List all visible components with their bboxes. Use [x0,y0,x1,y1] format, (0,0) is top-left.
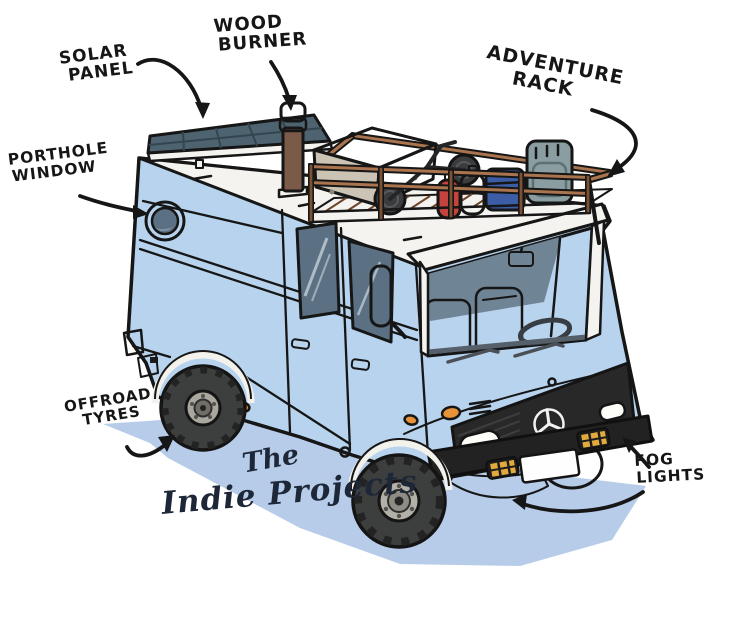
mud-flap [137,353,159,378]
sliding-door-window [295,221,341,320]
hood-emblem-dot [547,377,557,387]
wing-mirror-icon [369,264,407,339]
label-fog-lights: FOG LIGHTS [634,449,706,487]
wood-burner-chimney [277,101,309,199]
passenger-seat [428,298,472,356]
van-front [403,361,654,499]
fog-light-left [485,455,520,480]
camper-van [122,101,655,549]
fog-lights-arrow-long [521,490,645,514]
jerry-can [525,139,574,205]
hood-seam [403,373,601,435]
sliding-door-handle [290,338,311,350]
front-wheel-arch [347,439,453,495]
license-plate [518,448,581,484]
label-fog-lights-line2: LIGHTS [635,465,706,487]
wood-burner-arrow [269,60,291,101]
front-lug-nuts [383,483,415,519]
arrow-heads [133,95,636,510]
adventure-rack [308,126,613,245]
rear-tyre-tread [161,366,245,450]
windshield-header-panel [406,202,610,272]
windshield-wipers [446,342,565,364]
label-wood-burner: WOOD BURNER [213,11,308,56]
fuel-cap [339,446,351,458]
seat-stitch [482,295,517,301]
rear-bumper [122,328,145,357]
fog-light-right [576,426,611,451]
rack-posts [308,163,591,223]
rear-wheel-arch [151,351,255,404]
front-wheel [351,453,447,549]
a-pillar-right [584,219,606,342]
porthole-window-arrow [78,194,138,213]
rear-latch [150,357,158,363]
dashboard [428,334,587,355]
annotation-arrows [78,57,651,514]
front-tyre-tread [354,456,444,546]
rear-wheel-arch-line [154,350,252,400]
front-indicator-left [440,405,462,421]
mercedes-logo [533,408,565,440]
solar-panel-arrow [136,57,203,110]
front-wheel-arch-line [349,437,450,491]
rearview-mirror [508,251,534,267]
cab-door-handle [350,358,371,371]
porthole-window [144,200,186,242]
windshield [406,202,610,358]
offroad-tyres-arrow [125,442,168,458]
cab-interior [428,236,587,356]
adventure-rack-arrow [590,108,638,170]
headlight-right [598,401,627,422]
rear-lug-nuts [190,394,216,419]
a-pillar-left [418,260,430,358]
rear-wheel [159,364,247,452]
side-marker-front [403,414,419,426]
porthole-glass-highlight [155,227,173,232]
